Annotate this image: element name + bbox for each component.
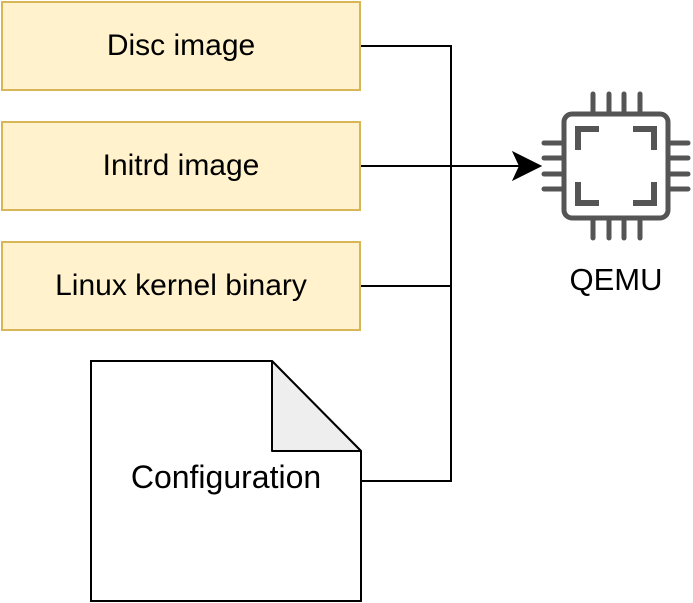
arrowhead [511, 150, 543, 182]
configuration-label: Configuration [130, 459, 322, 495]
qemu-label: QEMU [569, 262, 663, 297]
input-box-kernel-binary: Linux kernel binary [1, 241, 361, 331]
input-box-initrd-image: Initrd image [1, 121, 361, 211]
input-box-label: Disc image [106, 29, 256, 62]
connector-config [361, 286, 452, 482]
connector-kernel [361, 166, 452, 287]
connector-lines [361, 45, 520, 482]
input-box-label: Linux kernel binary [55, 269, 307, 302]
configuration-document-shape [90, 360, 362, 602]
cpu-chip-icon [541, 91, 691, 241]
connector-disc [361, 45, 452, 166]
input-box-label: Initrd image [102, 149, 260, 182]
input-box-disc-image: Disc image [1, 1, 361, 91]
